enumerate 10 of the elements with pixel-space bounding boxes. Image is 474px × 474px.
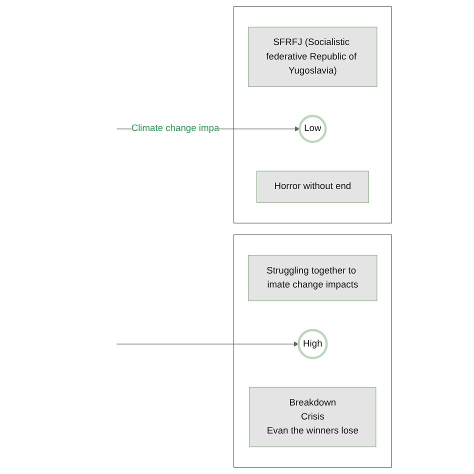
node-box: Breakdown Crisis Evan the winners lose xyxy=(249,386,377,448)
node-box: Struggling together to imate change impacts xyxy=(248,254,378,302)
node-circle: Low xyxy=(298,114,328,144)
cluster xyxy=(234,234,392,468)
edge-label: Climate change impa xyxy=(132,124,220,134)
node-box: SFRFJ (Socialistic federative Republic of Yugoslavia) xyxy=(248,26,378,88)
cluster xyxy=(234,6,392,224)
arrow xyxy=(116,341,300,347)
node-circle: High xyxy=(298,328,328,360)
node-box: Horror without end xyxy=(256,170,370,203)
